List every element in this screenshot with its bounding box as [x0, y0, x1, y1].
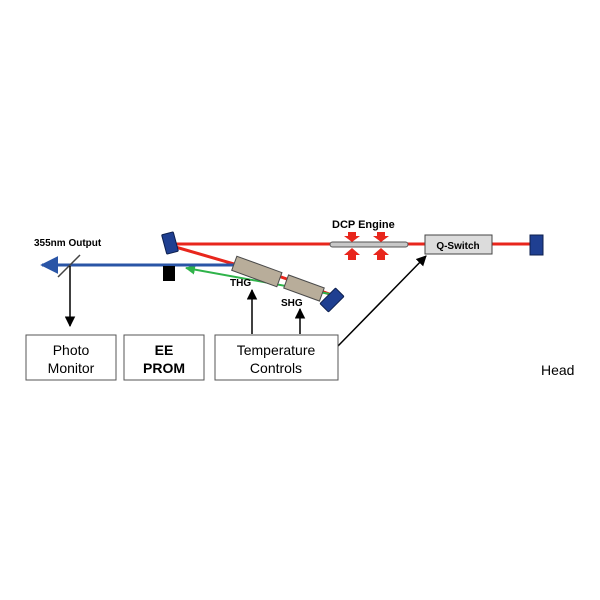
head-label: Head [541, 362, 574, 378]
engine-label: DCP Engine [332, 219, 395, 231]
temperature-controls-box [214, 334, 339, 381]
beam-splitter [57, 254, 81, 278]
qswitch-box [424, 234, 493, 255]
eeprom-line2: PROM [143, 360, 185, 376]
engine-arrow-bottom-right [373, 248, 389, 260]
beam-dump [163, 266, 175, 281]
engine-arrow-top-right [373, 232, 389, 242]
engine-arrow-bottom-left [344, 248, 360, 260]
eeprom-line1: EE [155, 342, 174, 358]
output-label: 355nm Output [34, 238, 102, 249]
thg-crystal [231, 255, 283, 288]
shg-crystal [283, 274, 325, 302]
engine-arrow-top-left [344, 232, 360, 242]
photo-monitor-box [25, 334, 117, 381]
dcp-engine-rod [329, 241, 409, 248]
qswitch-label: Q-Switch [436, 241, 479, 252]
end-mirror-shg [319, 287, 345, 313]
photo-monitor-line2: Monitor [48, 360, 95, 376]
temperature-controls-line1: Temperature [237, 342, 316, 358]
temperature-controls-line2: Controls [250, 360, 302, 376]
eeprom-box [123, 334, 205, 381]
end-mirror-right [529, 234, 544, 256]
fold-mirror [161, 231, 179, 255]
shg-label: SHG [281, 298, 303, 309]
thg-label: THG [230, 278, 251, 289]
photo-monitor-line1: Photo [53, 342, 90, 358]
qswitch-control-arrow [337, 255, 427, 347]
